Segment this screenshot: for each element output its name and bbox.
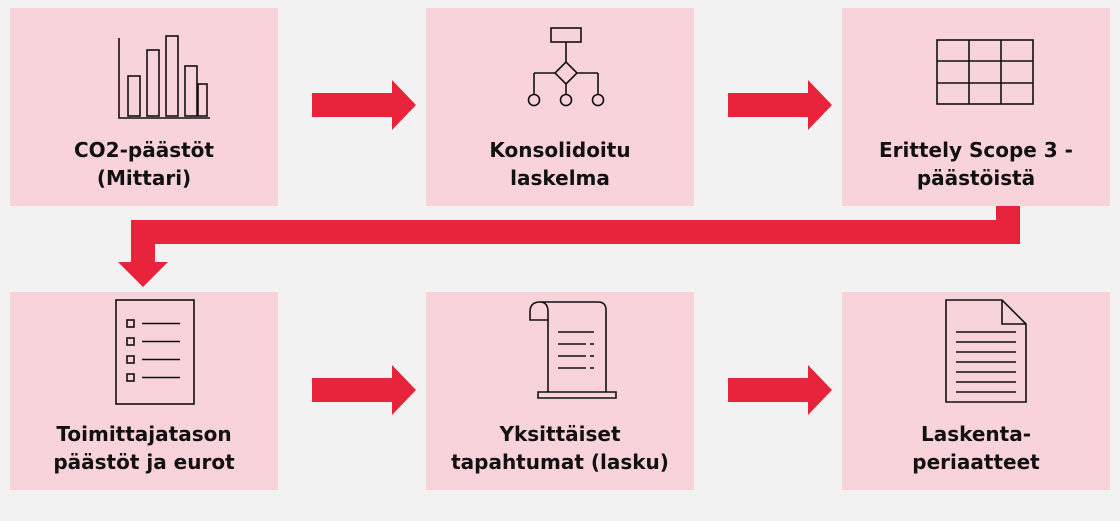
step-label-line-1: Yksittäiset bbox=[499, 422, 621, 446]
arrow-step5-to-step6 bbox=[728, 365, 832, 415]
step-label-line-1: Toimittajatason bbox=[56, 422, 232, 446]
arrow-step2-to-step3 bbox=[728, 80, 832, 130]
bar-chart-icon bbox=[118, 35, 210, 119]
arrow-step1-to-step2 bbox=[312, 80, 416, 130]
step-label-line-2: tapahtumat (lasku) bbox=[451, 450, 669, 474]
hierarchy-icon bbox=[527, 27, 605, 107]
step-label-line-2: laskelma bbox=[510, 166, 610, 190]
step-calculation-principles: Laskenta- periaatteet bbox=[842, 292, 1110, 490]
document-icon bbox=[945, 299, 1027, 403]
step-supplier-level: Toimittajatason päästöt ja eurot bbox=[10, 292, 278, 490]
step-co2-emissions: CO2-päästöt (Mittari) bbox=[10, 8, 278, 206]
step-label-line-2: päästöistä bbox=[916, 166, 1036, 190]
step-label: Laskenta- periaatteet bbox=[842, 420, 1110, 490]
step-scope3-breakdown: Erittely Scope 3 - päästöistä bbox=[842, 8, 1110, 206]
step-consolidated-calculation: Konsolidoitu laskelma bbox=[426, 8, 694, 206]
step-label-line-2: (Mittari) bbox=[96, 166, 192, 190]
step-label-line-1: CO2-päästöt bbox=[74, 138, 214, 162]
table-grid-icon bbox=[936, 39, 1034, 105]
checklist-icon bbox=[115, 299, 195, 405]
step-label-line-1: Erittely Scope 3 - bbox=[879, 138, 1073, 162]
arrow-step4-to-step5 bbox=[312, 365, 416, 415]
step-individual-transactions: Yksittäiset tapahtumat (lasku) bbox=[426, 292, 694, 490]
step-label: Konsolidoitu laskelma bbox=[426, 136, 694, 206]
step-label: Toimittajatason päästöt ja eurot bbox=[10, 420, 278, 490]
arrow-step3-to-step4 bbox=[118, 206, 1020, 287]
step-label-line-2: päästöt ja eurot bbox=[53, 450, 235, 474]
step-label: Erittely Scope 3 - päästöistä bbox=[842, 136, 1110, 206]
step-label: Yksittäiset tapahtumat (lasku) bbox=[426, 420, 694, 490]
step-label-line-2: periaatteet bbox=[912, 450, 1040, 474]
step-label: CO2-päästöt (Mittari) bbox=[10, 136, 278, 206]
step-label-line-1: Laskenta- bbox=[920, 422, 1032, 446]
step-label-line-1: Konsolidoitu bbox=[489, 138, 631, 162]
receipt-scroll-icon bbox=[529, 301, 617, 399]
